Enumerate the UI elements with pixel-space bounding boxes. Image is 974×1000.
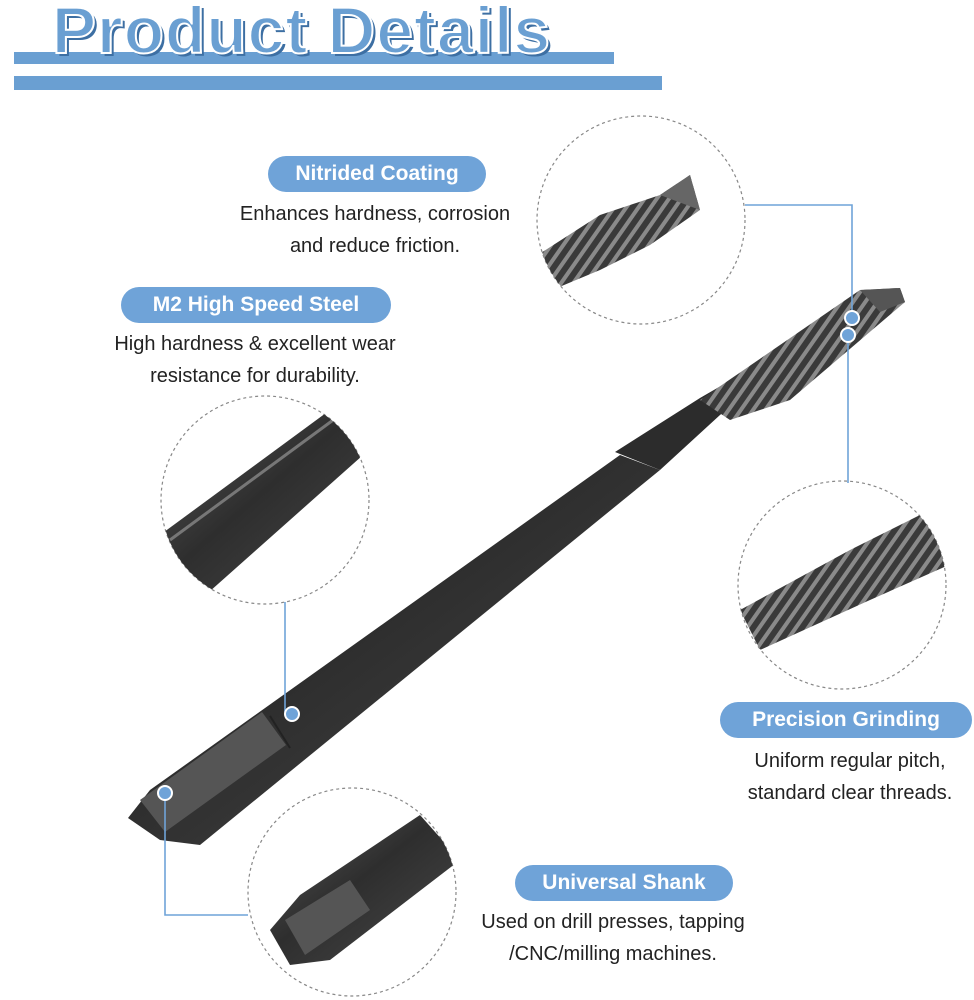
title-banner: Product Details <box>0 0 974 100</box>
feature-desc-universal-shank: Used on drill presses, tapping /CNC/mill… <box>448 906 778 970</box>
tool-threaded-tip <box>700 288 905 420</box>
connector-dots <box>157 310 860 801</box>
desc-line: resistance for durability. <box>150 365 360 387</box>
desc-line: Used on drill presses, tapping <box>481 911 745 933</box>
zoom-circle-grinding <box>737 480 947 690</box>
feature-badge-universal-shank: Universal Shank <box>515 865 733 901</box>
feature-desc-nitrided-coating: Enhances hardness, corrosion and reduce … <box>210 198 540 262</box>
feature-badge-precision-grinding: Precision Grinding <box>720 702 972 738</box>
feature-badge-nitrided-coating: Nitrided Coating <box>268 156 486 192</box>
connector-lines <box>164 204 853 916</box>
desc-line: Uniform regular pitch, <box>754 750 946 772</box>
desc-line: and reduce friction. <box>289 235 461 257</box>
page-title: Product Details <box>51 0 552 67</box>
feature-desc-m2-high-speed-steel: High hardness & excellent wear resistanc… <box>80 328 430 392</box>
tool-shank-flat <box>140 712 286 832</box>
desc-line: standard clear threads. <box>747 782 953 804</box>
zoom-circle-shank-steel <box>160 395 370 605</box>
feature-desc-precision-grinding: Uniform regular pitch, standard clear th… <box>720 745 974 809</box>
feature-badge-m2-high-speed-steel: M2 High Speed Steel <box>121 287 391 323</box>
desc-line: /CNC/milling machines. <box>509 943 717 965</box>
desc-line: High hardness & excellent wear <box>114 333 396 355</box>
desc-line: Enhances hardness, corrosion <box>239 203 511 225</box>
zoom-circle-coating <box>536 115 746 325</box>
title-underline-bar <box>14 52 614 64</box>
title-underline-bar-lower <box>14 76 662 90</box>
zoom-circle-shank-end <box>247 787 457 997</box>
